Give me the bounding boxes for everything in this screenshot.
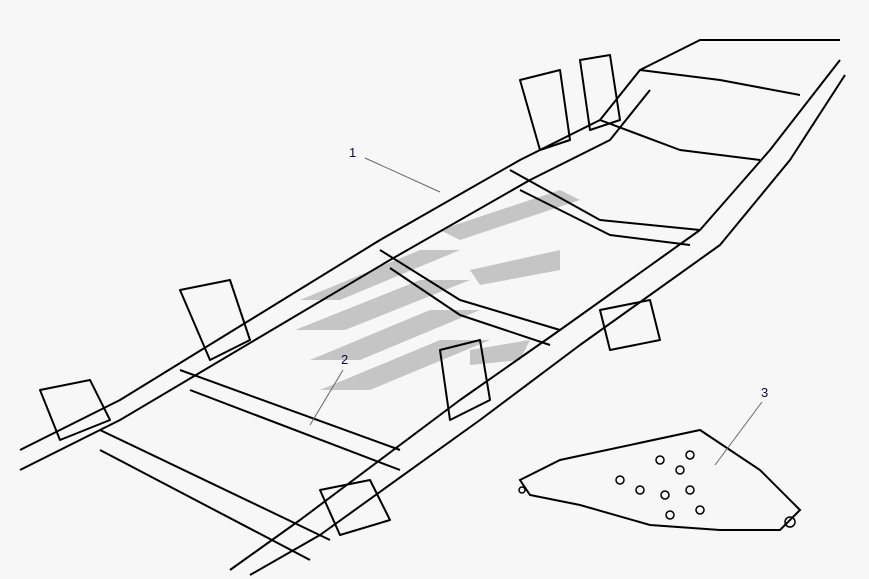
leader-line-2 bbox=[309, 369, 344, 426]
leader-line-3 bbox=[714, 401, 763, 466]
callout-2: 2 bbox=[341, 352, 349, 367]
callout-3: 3 bbox=[761, 385, 769, 400]
frame-rails bbox=[19, 39, 846, 576]
leader-line-1 bbox=[364, 157, 441, 193]
leader-lines bbox=[309, 157, 763, 466]
callout-1: 1 bbox=[349, 145, 357, 160]
skid-plate bbox=[518, 428, 802, 531]
